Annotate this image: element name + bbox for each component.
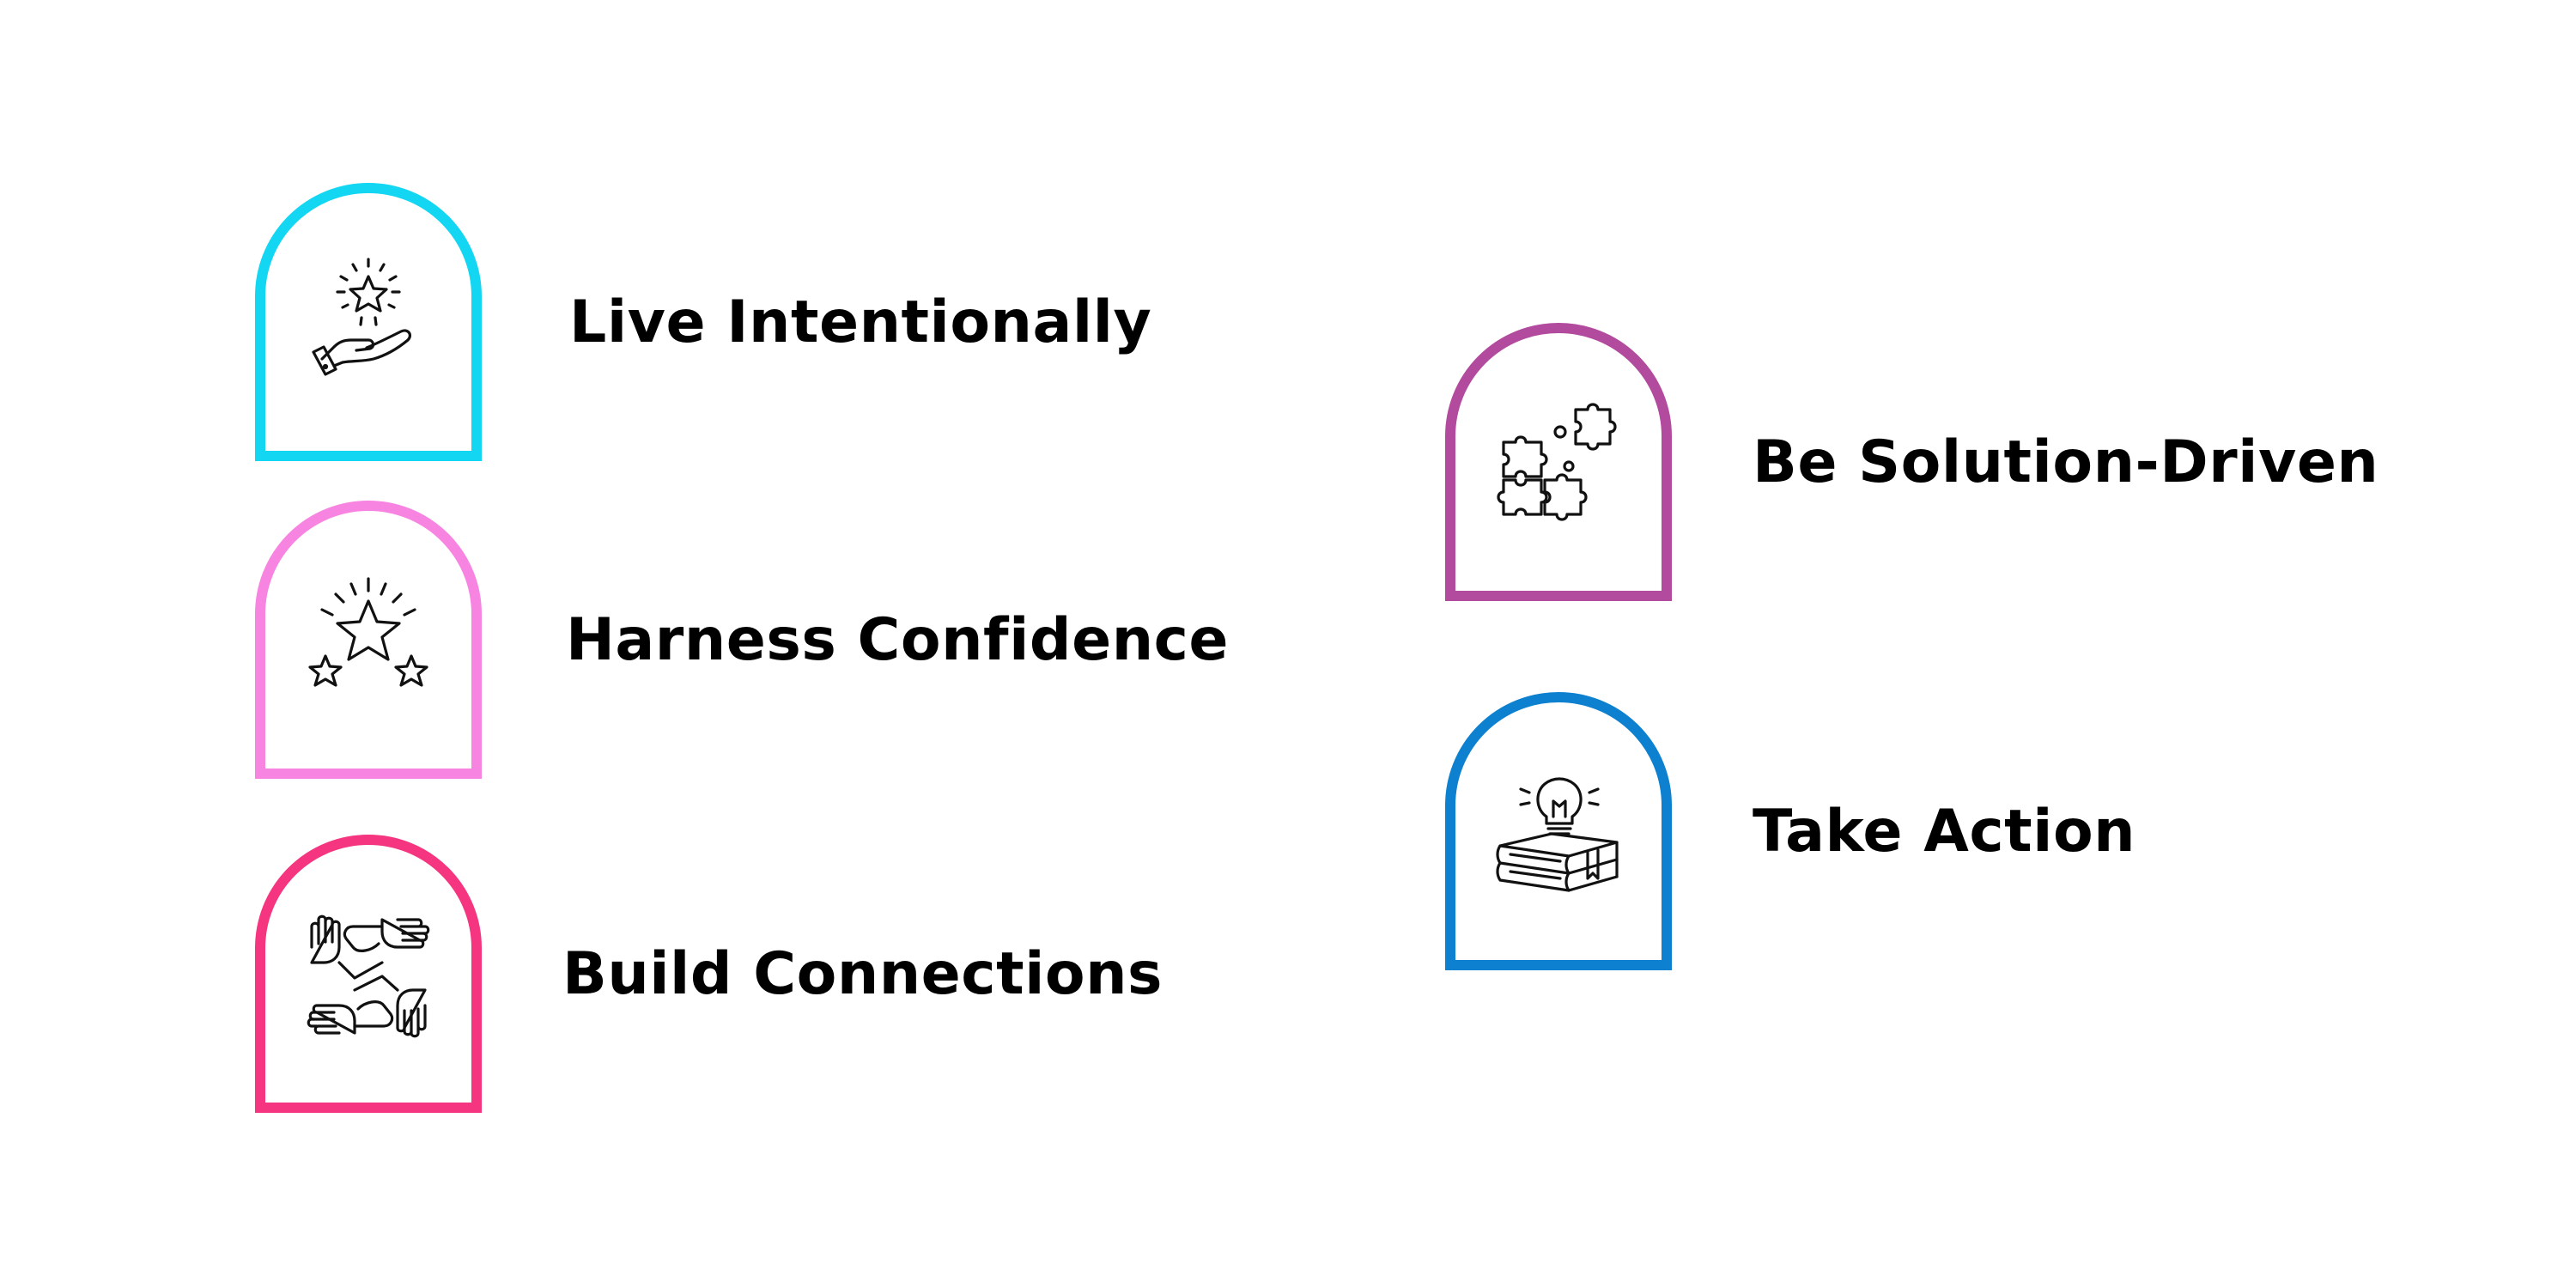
arch-frame [255,183,482,461]
item-label: Be Solution-Driven [1753,428,2379,496]
item-label: Live Intentionally [569,288,1152,356]
item-live-intentionally: Live Intentionally [255,183,1543,475]
item-build-connections: Build Connections [255,835,1543,1127]
item-label: Take Action [1753,797,2136,866]
item-label: Build Connections [562,939,1163,1008]
arch-frame [255,501,482,779]
puzzle-icon [1497,403,1617,521]
hand-star-icon [312,258,412,376]
item-take-action: Take Action [1445,692,2576,984]
item-be-solution-driven: Be Solution-Driven [1445,323,2576,615]
arch-frame [1445,692,1672,970]
arch-frame [1445,323,1672,601]
lightbulb-books-icon [1496,777,1619,892]
item-harness-confidence: Harness Confidence [255,501,1543,793]
item-label: Harness Confidence [566,605,1230,674]
stars-icon [308,577,428,687]
joined-hands-icon [307,914,430,1038]
arch-frame [255,835,482,1113]
